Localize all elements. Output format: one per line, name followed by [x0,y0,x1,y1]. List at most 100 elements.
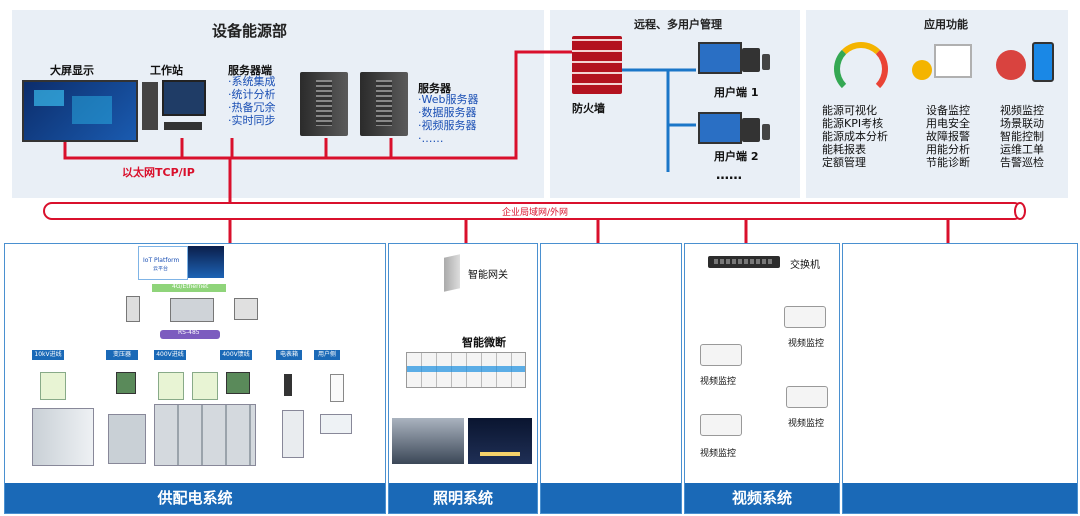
meter-icon [158,372,184,400]
gauge-icon [826,40,888,96]
meter-icon [116,372,136,394]
user-panel-icon [320,414,352,434]
camera-label: 视频监控 [788,419,825,429]
server-item: ·…… [418,132,444,145]
switchgear-icon [32,408,94,466]
meter-icon [284,374,292,396]
app-item: 能源KPI考核 [822,117,884,130]
smart-breaker-label: 智能微断 [462,336,506,349]
apps-col3: 视频监控 场景联动 智能控制 运维工单 告警巡检 [1000,104,1044,169]
lighting-photo [392,418,464,464]
gateway-bar: 4G/Ethernet [152,283,226,292]
smart-gateway-icon [444,254,460,292]
app-item: 定额管理 [822,156,866,169]
analytics-icon [912,40,972,82]
power-category-tag: 电表箱 [276,350,302,360]
user-pc-icon [698,42,770,78]
power-system-title: 供配电系统 [5,483,385,513]
apps-panel [806,10,1068,198]
app-item: 智能控制 [1000,130,1044,143]
server-client-item: ·统计分析 [228,88,276,101]
iot-platform-sub: 云平台 [153,266,169,272]
firewall-label: 防火墙 [572,102,605,115]
user2-label: 用户端 2 [714,150,759,163]
app-item: 能源可视化 [822,104,877,117]
camera-label: 视频监控 [788,339,825,349]
camera-icon [700,344,742,366]
user-pc-icon [698,112,770,148]
concentrator-icon [170,298,214,322]
blank-system-panel [540,243,682,514]
camera-icon [700,414,742,436]
network-switch-icon [708,256,780,268]
more-users-label: …… [716,168,742,183]
server-list: ·Web服务器 ·数据服务器 ·视频服务器 ·…… [418,93,478,145]
app-item: 节能诊断 [926,156,970,169]
rs485-label: RS-485 [178,329,200,336]
server-item: ·视频服务器 [418,119,477,132]
server-tower-icon [300,72,348,136]
app-item: 故障报警 [926,130,970,143]
big-screen-icon [22,80,138,142]
workstation-label: 工作站 [150,64,183,77]
meter-icon [226,372,250,394]
camera-label: 视频监控 [700,377,737,387]
switch-label: 交换机 [790,260,820,271]
server-tower-icon [360,72,408,136]
smart-breaker-icon [406,352,526,388]
switchgear-icon [154,404,256,466]
app-item: 用能分析 [926,143,970,156]
apps-title: 应用功能 [924,18,968,31]
network-bus-label: 企业局域网/外网 [502,208,569,218]
energy-dept-title: 设备能源部 [212,22,288,40]
app-item: 能源成本分析 [822,130,888,143]
meter-box-icon [282,410,304,458]
camera-icon [786,386,828,408]
app-item: 用电安全 [926,117,970,130]
gateway-label: 4G/Ethernet [172,283,209,290]
video-system-title: 视频系统 [685,483,839,513]
blank-system-bar [541,483,681,513]
server-title: 服务器 [418,82,451,95]
transformer-icon [108,414,146,464]
app-item: 视频监控 [1000,104,1044,117]
app-item: 运维工单 [1000,143,1044,156]
meter-icon [40,372,66,400]
blank-system-bar [843,483,1077,513]
server-item: ·数据服务器 [418,106,477,119]
power-category-tag: 400V进线 [154,350,186,360]
server-client-item: ·热备冗余 [228,101,276,114]
user1-label: 用户端 1 [714,86,759,99]
app-item: 告警巡检 [1000,156,1044,169]
lighting-system-title: 照明系统 [389,483,537,513]
server-item: ·Web服务器 [418,93,479,106]
app-item: 能耗报表 [822,143,866,156]
wireless-module-icon [126,296,140,322]
power-category-tag: 10kV进线 [32,350,64,360]
iot-platform-label: IoT Platform [143,257,180,264]
app-item: 设备监控 [926,104,970,117]
camera-icon [784,306,826,328]
ethernet-label: 以太网TCP/IP [122,166,195,179]
datacenter-icon [188,246,224,278]
apps-col2: 设备监控 用电安全 故障报警 用能分析 节能诊断 [926,104,970,169]
app-item: 场景联动 [1000,117,1044,130]
server-client-item: ·实时同步 [228,114,276,127]
firewall-icon [572,36,622,94]
apps-col1: 能源可视化 能源KPI考核 能源成本分析 能耗报表 定额管理 [822,104,888,169]
big-screen-label: 大屏显示 [50,64,94,77]
remote-title: 远程、多用户管理 [634,18,722,31]
power-category-tag: 变压器 [106,350,138,360]
smart-gateway-label: 智能网关 [468,270,508,281]
video-system-panel: 视频系统 [684,243,840,514]
mobile-icon [996,40,1054,82]
server-client-title: 服务器端 [228,64,272,77]
server-client-item: ·系统集成 [228,75,276,88]
power-category-tag: 400V馈线 [220,350,252,360]
blank-system-panel [842,243,1078,514]
meter-icon [192,372,218,400]
iot-platform-box: IoT Platform 云平台 [138,246,188,280]
camera-label: 视频监控 [700,449,737,459]
power-category-tag: 用户侧 [314,350,340,360]
workstation-icon [142,80,206,136]
